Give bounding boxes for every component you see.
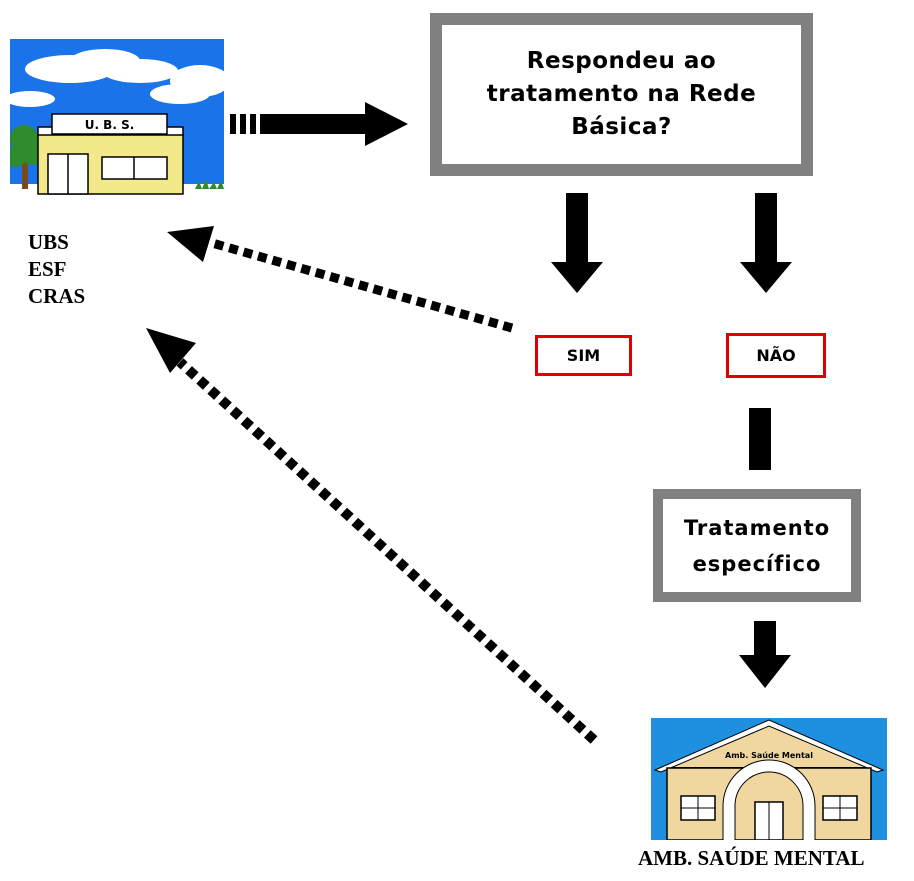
treatment-box: Tratamento específico xyxy=(653,489,861,602)
arrow-sim-to-ubs xyxy=(167,226,514,333)
answer-no-label: NÃO xyxy=(756,346,796,365)
label-cras: CRAS xyxy=(28,284,86,308)
arrow-question-to-nao xyxy=(740,193,792,293)
arrow-amb-to-ubs xyxy=(146,328,598,744)
ubs-sign-text: U. B. S. xyxy=(85,118,135,132)
mental-health-center-illustration: Amb. Saúde Mental xyxy=(651,718,887,840)
cloud-icon xyxy=(10,49,224,107)
label-esf: ESF xyxy=(28,257,67,281)
arrow-question-to-sim xyxy=(551,193,603,293)
treatment-text: Tratamento específico xyxy=(683,515,831,576)
answer-yes-box: SIM xyxy=(535,335,632,376)
answer-no-box: NÃO xyxy=(726,333,826,378)
amb-caption: AMB. SAÚDE MENTAL xyxy=(638,846,865,870)
question-box: Respondeu ao tratamento na Rede Básica? xyxy=(430,13,813,176)
ubs-labels: UBS ESF CRAS xyxy=(28,229,85,310)
amb-sign-text: Amb. Saúde Mental xyxy=(725,751,813,760)
arrow-ubs-to-question xyxy=(230,102,408,146)
connector-nao-to-treatment xyxy=(749,408,771,470)
label-ubs: UBS xyxy=(28,230,69,254)
question-text: Respondeu ao tratamento na Rede Básica? xyxy=(486,48,757,140)
ubs-building-illustration: U. B. S. xyxy=(10,39,224,197)
answer-yes-label: SIM xyxy=(566,346,601,365)
arrow-treatment-to-amb xyxy=(739,621,791,688)
